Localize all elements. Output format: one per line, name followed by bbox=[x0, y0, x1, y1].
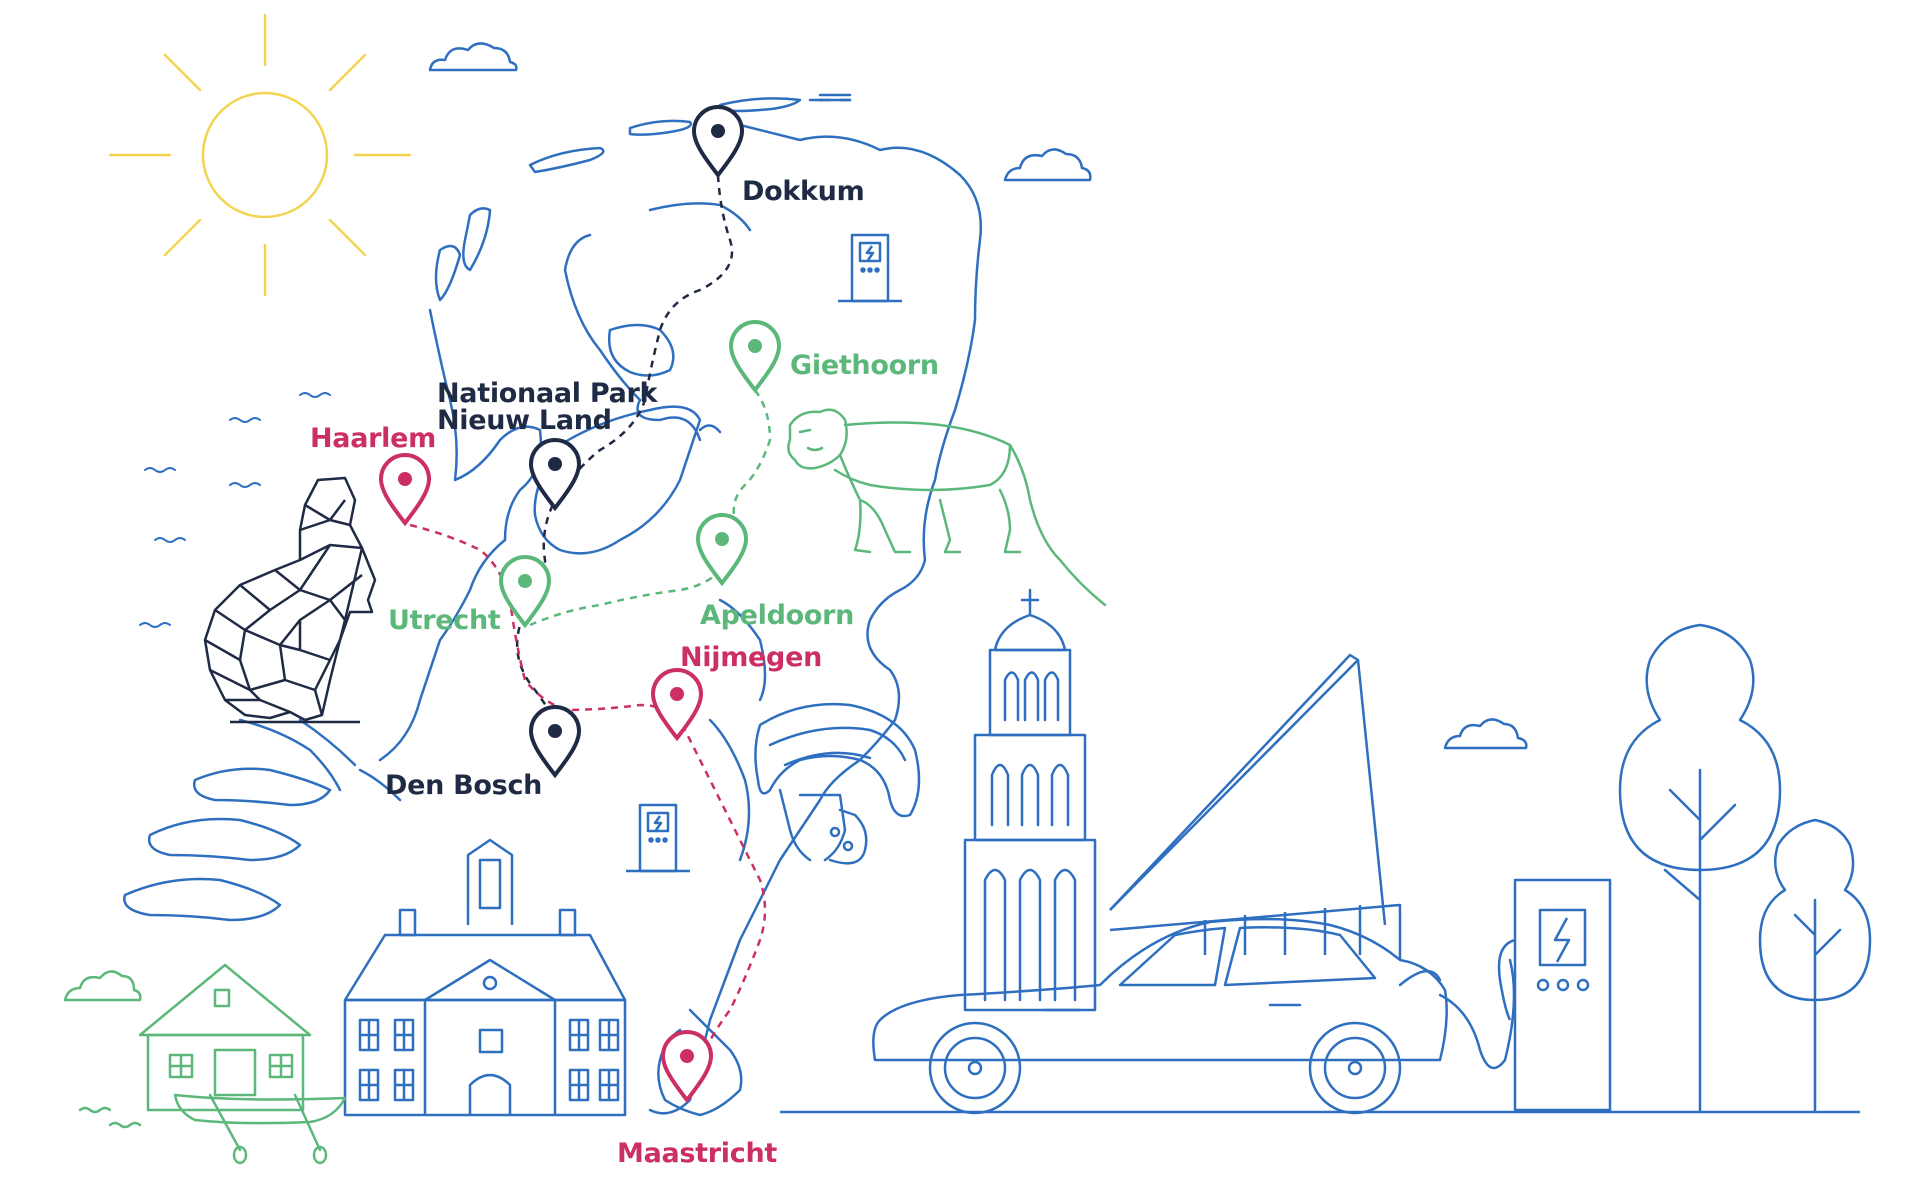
label-nationaal-park-line2: Nieuw Land bbox=[437, 405, 612, 436]
map-pin-icon-nationaal-park bbox=[529, 438, 581, 510]
charging-station-icon bbox=[838, 233, 902, 303]
monkey-illustration bbox=[787, 408, 1107, 607]
label-nationaal-park-line1: Nationaal Park bbox=[437, 378, 658, 409]
house-icon bbox=[138, 963, 312, 1112]
map-pin-icon-utrecht bbox=[499, 555, 551, 627]
rowing-boat-icon bbox=[78, 1093, 347, 1165]
map-pin-icon-nijmegen bbox=[651, 668, 703, 740]
cloud-icon bbox=[1003, 148, 1092, 182]
map-pin-icon-den-bosch bbox=[529, 705, 581, 777]
label-maastricht: Maastricht bbox=[617, 1138, 777, 1169]
cloud-icon bbox=[1443, 718, 1528, 750]
label-giethoorn: Giethoorn bbox=[790, 350, 939, 381]
charging-station-icon bbox=[626, 803, 690, 873]
label-utrecht: Utrecht bbox=[388, 605, 501, 636]
label-haarlem: Haarlem bbox=[310, 423, 436, 454]
tree-icon bbox=[1618, 623, 1782, 1112]
map-pin-icon-giethoorn bbox=[729, 320, 781, 392]
label-den-bosch: Den Bosch bbox=[385, 770, 543, 801]
geometric-statue-illustration bbox=[203, 476, 377, 724]
label-apeldoorn: Apeldoorn bbox=[700, 600, 855, 631]
church-tower-illustration bbox=[963, 588, 1097, 1012]
mansion-illustration bbox=[343, 838, 627, 1117]
label-nijmegen: Nijmegen bbox=[680, 642, 823, 673]
map-pin-icon-dokkum bbox=[692, 105, 744, 177]
map-pin-icon-haarlem bbox=[379, 453, 431, 525]
cloud-icon bbox=[428, 42, 518, 72]
tree-icon bbox=[1758, 818, 1872, 1112]
label-dokkum: Dokkum bbox=[742, 176, 865, 207]
electric-car-illustration bbox=[872, 917, 1516, 1115]
map-pin-icon-apeldoorn bbox=[696, 513, 748, 585]
roman-helmet-illustration bbox=[754, 702, 921, 865]
modern-building-illustration bbox=[1109, 653, 1402, 960]
map-pin-icon-maastricht bbox=[661, 1030, 713, 1102]
sun-icon bbox=[108, 13, 412, 297]
cloud-icon bbox=[63, 970, 142, 1002]
charging-station-icon bbox=[1497, 878, 1612, 1112]
